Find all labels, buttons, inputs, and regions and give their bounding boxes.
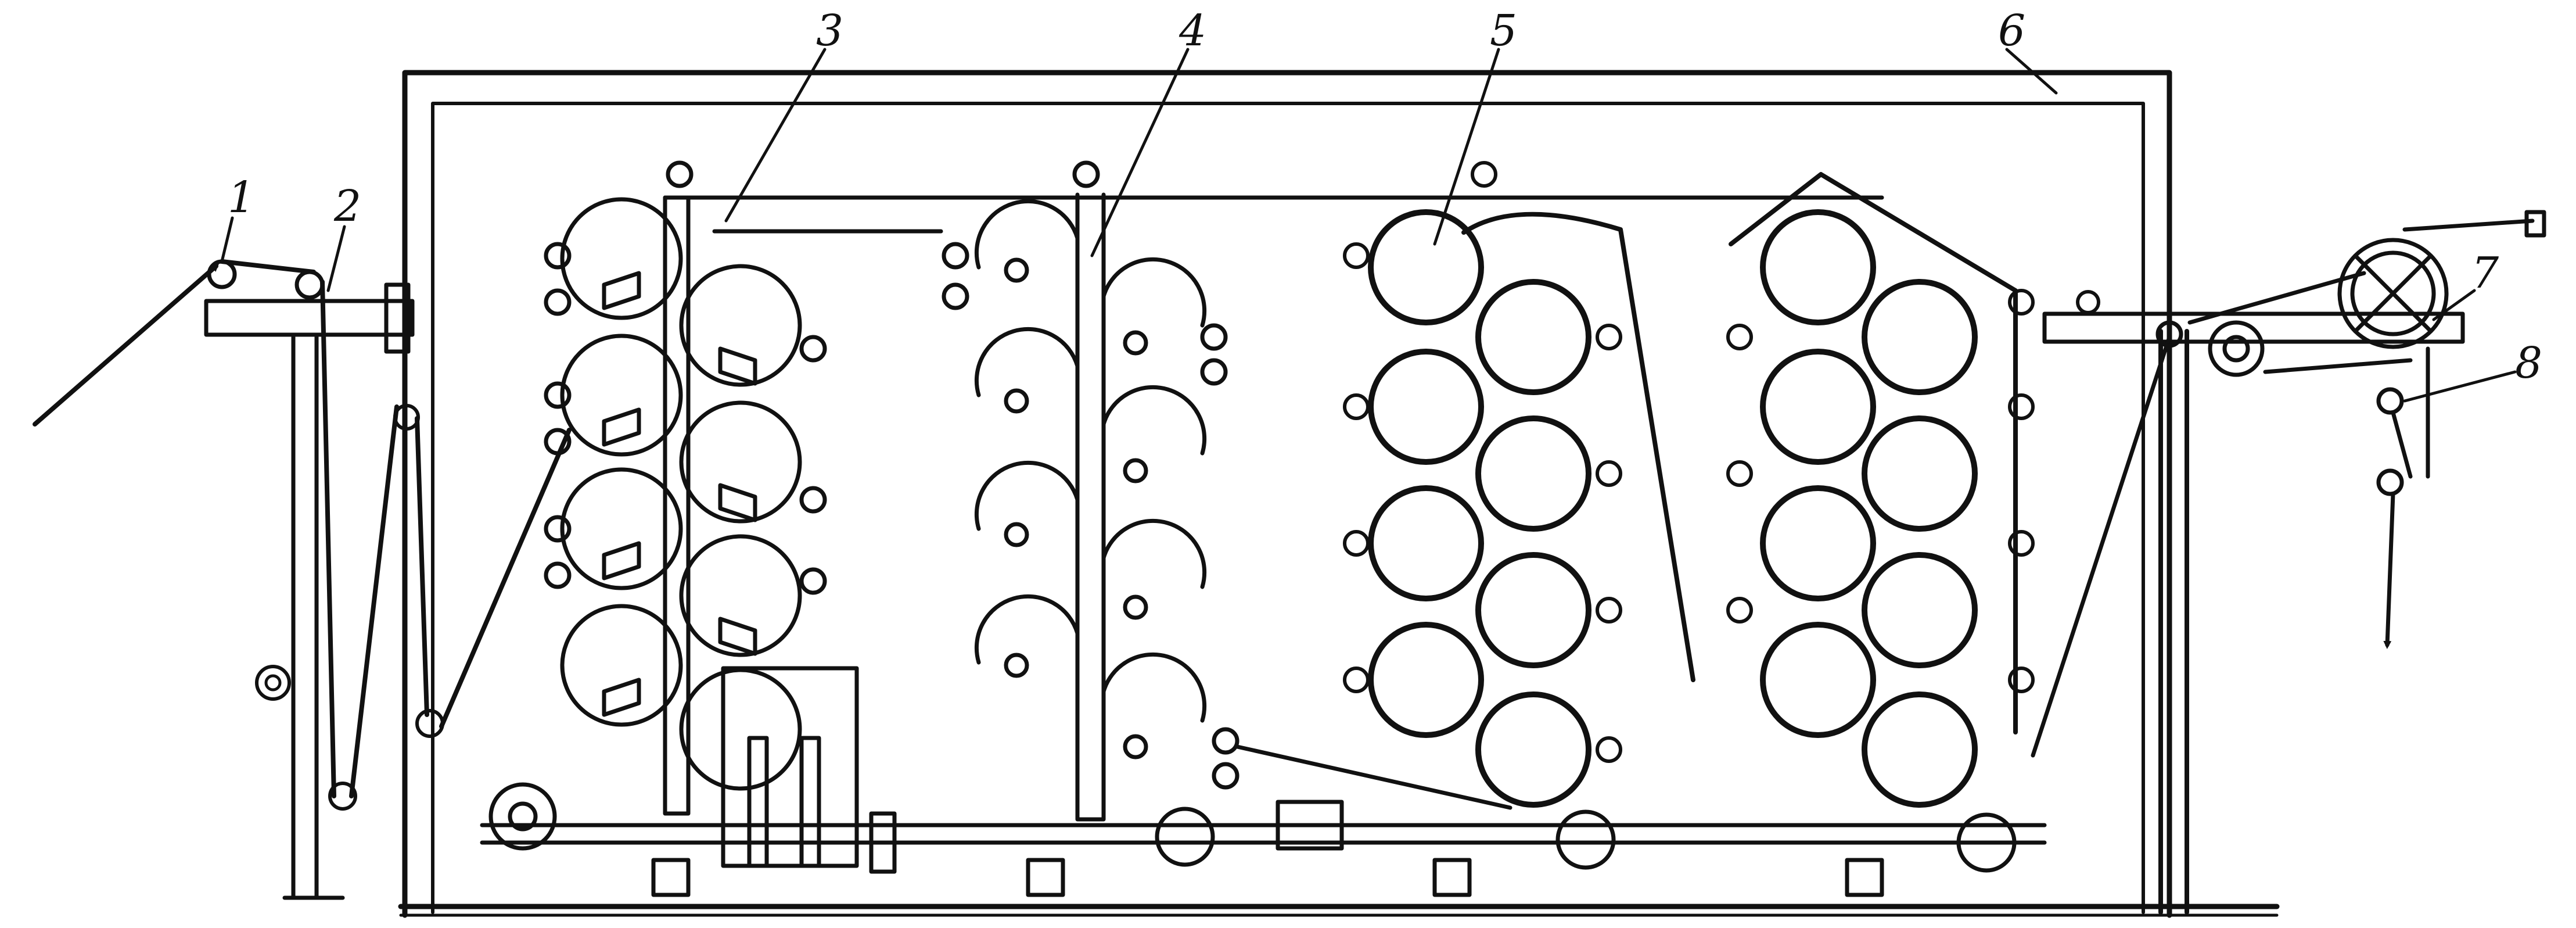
drum-section-3 [544, 160, 1884, 816]
callout-1: 1 [228, 173, 255, 223]
callout-4: 4 [1179, 6, 1206, 56]
drum-section-5 [1343, 161, 1695, 808]
machine-housing [398, 70, 2280, 918]
callout-5: 5 [1490, 6, 1517, 56]
feed-stand [204, 259, 415, 900]
callout-6: 6 [1998, 6, 2025, 56]
fabric-feed-path [33, 259, 572, 811]
drum-section-right [1726, 172, 2100, 808]
callout-2: 2 [333, 181, 361, 231]
callout-leaders [220, 48, 2517, 403]
callout-3: 3 [816, 6, 843, 56]
callout-8: 8 [2515, 338, 2542, 388]
delivery-unit [2031, 210, 2546, 915]
drum-section-4 [942, 160, 1512, 822]
drive-train [480, 666, 2047, 897]
callout-7: 7 [2471, 248, 2499, 298]
